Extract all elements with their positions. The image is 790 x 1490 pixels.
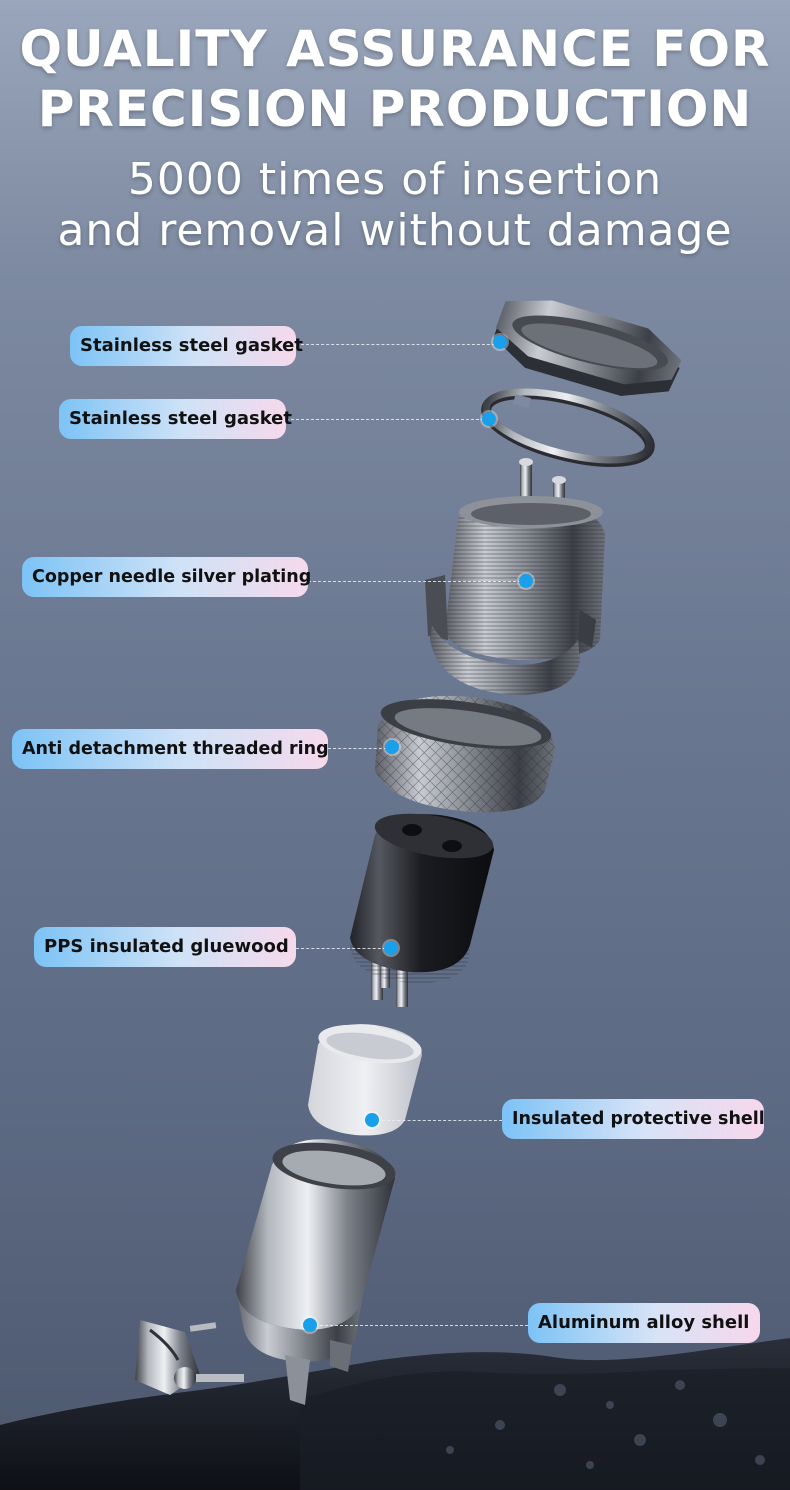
page-title-line1: QUALITY ASSURANCE FOR: [19, 20, 771, 78]
label-anti-detachment-threaded-ring: Anti detachment threaded ring: [12, 729, 329, 769]
marker-dot-protective-shell: [365, 1113, 379, 1127]
leader-line-pps: [296, 948, 391, 949]
label-stainless-steel-gasket-1: Stainless steel gasket: [70, 326, 303, 366]
marker-dot-pps: [384, 941, 398, 955]
leader-line-aluminum-shell: [310, 1325, 528, 1326]
leader-line-gasket-2: [286, 419, 489, 420]
marker-dot-threaded-ring: [385, 740, 399, 754]
leader-line-threaded-ring: [328, 748, 392, 749]
marker-dot-aluminum-shell: [303, 1318, 317, 1332]
subtitle-line2: and removal without damage: [57, 205, 733, 256]
label-insulated-protective-shell: Insulated protective shell: [502, 1099, 765, 1139]
rocky-ground: [0, 1338, 790, 1490]
marker-dot-gasket-1: [493, 335, 507, 349]
marker-dot-copper-needle: [519, 574, 533, 588]
label-pps-insulated-gluewood: PPS insulated gluewood: [34, 927, 296, 967]
leader-line-copper-needle: [308, 581, 526, 582]
label-aluminum-alloy-shell: Aluminum alloy shell: [528, 1303, 760, 1343]
label-stainless-steel-gasket-2: Stainless steel gasket: [59, 399, 292, 439]
subtitle-line1: 5000 times of insertion: [127, 154, 663, 205]
page-title-line2: PRECISION PRODUCTION: [37, 80, 753, 138]
leader-line-gasket-1: [296, 344, 500, 345]
leader-line-protective-shell: [372, 1120, 502, 1121]
marker-dot-gasket-2: [482, 412, 496, 426]
label-copper-needle-silver-plating: Copper needle silver plating: [22, 557, 311, 597]
